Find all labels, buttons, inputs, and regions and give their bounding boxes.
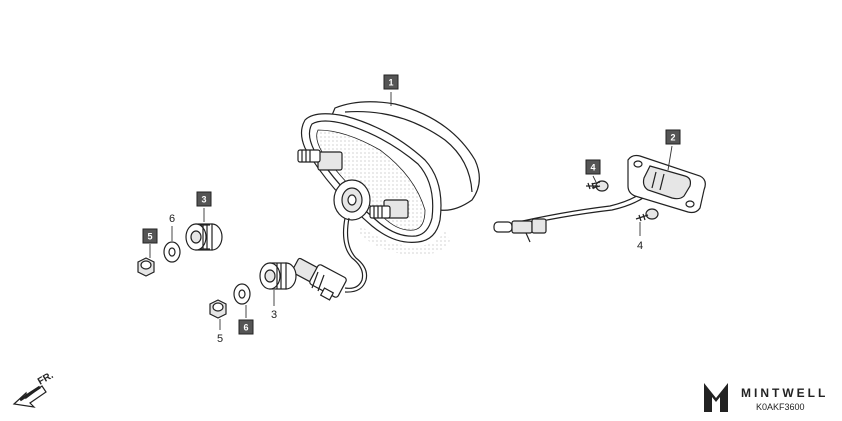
label-washer-lower: 6 xyxy=(243,323,248,333)
washer-upper xyxy=(163,241,181,263)
label-nut-upper: 5 xyxy=(147,232,152,242)
license-light-bracket xyxy=(493,154,706,243)
label-nut-lower: 5 xyxy=(217,333,223,345)
label-washer-upper: 6 xyxy=(169,213,175,225)
front-direction-arrow xyxy=(12,385,47,408)
grommet-upper xyxy=(185,223,223,251)
label-grommet-lower: 3 xyxy=(271,309,277,321)
brand-name: MINTWELL xyxy=(741,386,828,400)
grommet-lower xyxy=(259,262,297,290)
catalog-code: K0AKF3600 xyxy=(756,402,805,412)
screw-lower xyxy=(635,208,659,222)
label-tail-light: 1 xyxy=(388,78,393,88)
washer-lower xyxy=(233,283,251,305)
screw-upper xyxy=(586,180,609,192)
label-screw-lower: 4 xyxy=(637,240,643,252)
nut-upper xyxy=(137,257,155,277)
label-bracket: 2 xyxy=(670,133,675,143)
mintwell-logo xyxy=(704,383,728,412)
label-grommet-upper: 3 xyxy=(201,195,206,205)
front-direction-label: FR. xyxy=(36,370,56,388)
nut-lower xyxy=(209,299,227,319)
tail-light-assembly xyxy=(291,101,480,301)
label-screw-upper: 4 xyxy=(590,163,595,173)
